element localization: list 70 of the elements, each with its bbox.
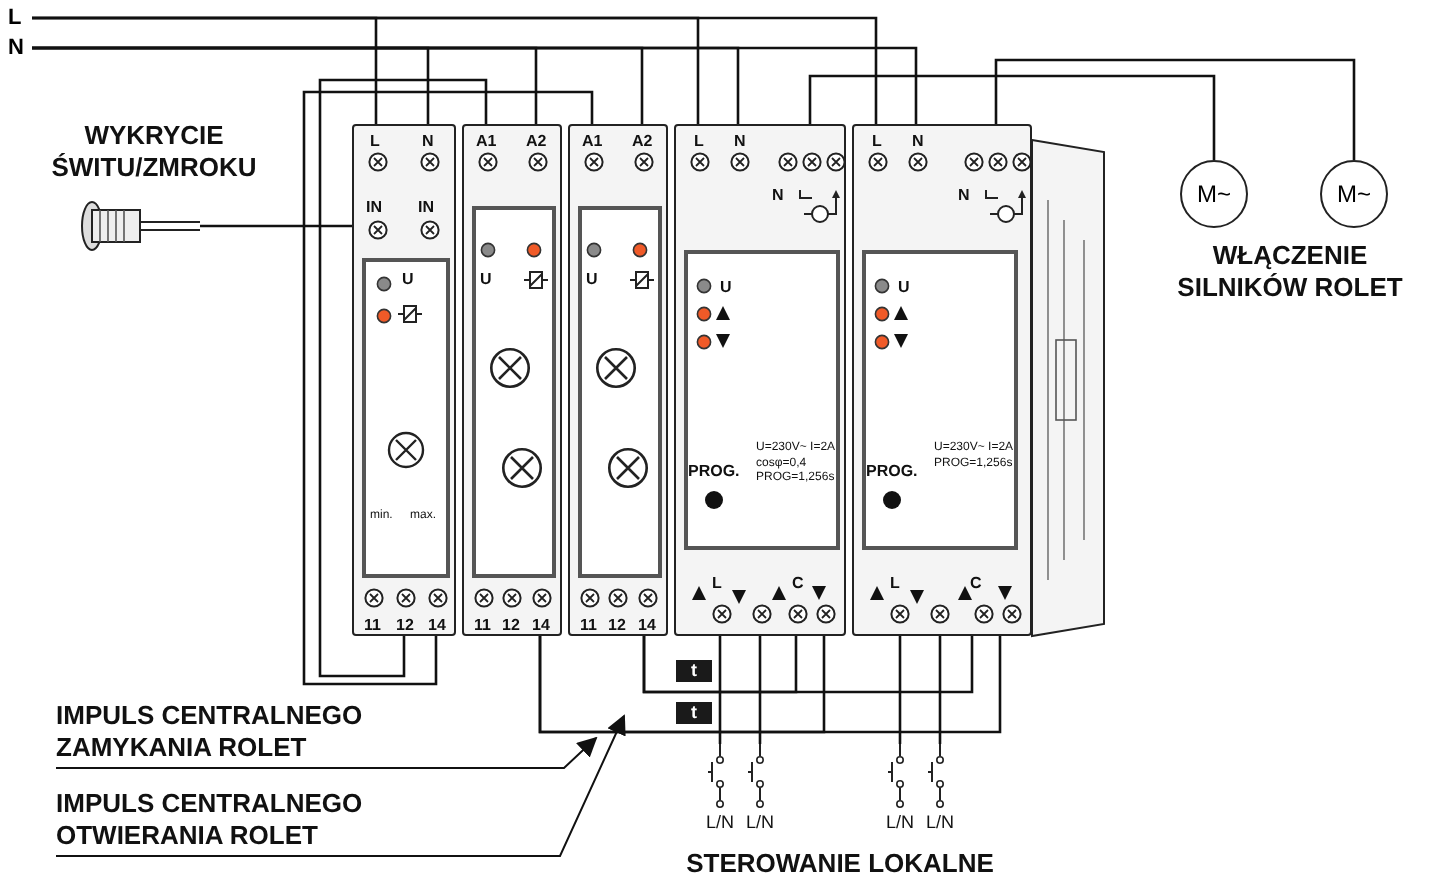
terminal-label: L <box>872 132 882 152</box>
terminal-label: 12 <box>502 616 520 636</box>
terminal-label: L <box>370 132 380 152</box>
terminal-label: U <box>586 270 598 290</box>
wire <box>642 636 974 694</box>
terminal-label: U <box>402 270 414 290</box>
terminal-label: L <box>890 574 900 594</box>
terminal-label: C <box>970 574 982 594</box>
relay-module <box>674 124 846 636</box>
wire <box>32 16 878 124</box>
wire <box>32 46 918 124</box>
terminal-label: L/N <box>923 812 956 832</box>
terminal-label: 14 <box>532 616 550 636</box>
terminal-label: A2 <box>526 132 547 152</box>
terminal-label: 14 <box>428 616 446 636</box>
terminal-label: L/N <box>703 812 736 832</box>
terminal-label: N <box>958 186 970 206</box>
terminal-label: N <box>772 186 784 206</box>
terminal-label: 14 <box>638 616 656 636</box>
terminal-label: PROG. <box>866 462 918 482</box>
caption-text: WYKRYCIE ŚWITU/ZMROKU <box>49 120 259 184</box>
relay-module <box>568 124 668 636</box>
terminal-label: IN <box>418 198 434 218</box>
terminal-label: U <box>720 278 732 298</box>
terminal-label: L <box>712 574 722 594</box>
timer-block: t <box>676 660 712 682</box>
terminal-label: A2 <box>632 132 653 152</box>
pointer-arrow <box>55 736 598 769</box>
wire <box>200 224 352 228</box>
terminal-label: N <box>734 132 746 152</box>
wire <box>938 636 942 744</box>
terminal-label: 11 <box>474 616 491 636</box>
supply-line-label: L <box>8 4 32 32</box>
wire <box>718 636 722 744</box>
wire <box>538 636 1002 734</box>
terminal-label: PROG. <box>688 462 740 482</box>
terminal-label: L <box>694 132 704 152</box>
supply-line-label: N <box>8 34 32 62</box>
caption-text: STEROWANIE LOKALNE <box>684 848 996 880</box>
terminal-label: U <box>898 278 910 298</box>
caption-text: WŁĄCZENIE SILNIKÓW ROLET <box>1175 240 1405 304</box>
terminal-label: L/N <box>743 812 776 832</box>
terminal-label: A1 <box>476 132 497 152</box>
light-sensor-drawing <box>80 200 200 252</box>
motor-symbol: M~ <box>1320 160 1388 228</box>
motor-symbol: M~ <box>1180 160 1248 228</box>
wire <box>302 90 594 686</box>
terminal-label: IN <box>366 198 382 218</box>
timer-block: t <box>676 702 712 724</box>
wire <box>898 636 902 744</box>
relay-module <box>462 124 562 636</box>
terminal-label: N <box>912 132 924 152</box>
callout-text: IMPULS CENTRALNEGO ZAMYKANIA ROLET <box>56 700 456 768</box>
terminal-label: 12 <box>396 616 414 636</box>
terminal-label: L/N <box>883 812 916 832</box>
wire <box>318 78 488 678</box>
relay-module <box>852 124 1032 636</box>
terminal-label: C <box>792 574 804 594</box>
terminal-label: A1 <box>582 132 603 152</box>
wire <box>994 58 1356 160</box>
wire <box>758 636 762 744</box>
terminal-label: 12 <box>608 616 626 636</box>
pointer-arrow <box>55 714 626 857</box>
callout-text: IMPULS CENTRALNEGO OTWIERANIA ROLET <box>56 788 456 856</box>
terminal-label: 11 <box>364 616 381 636</box>
wire <box>808 74 1216 160</box>
terminal-label: 11 <box>580 616 597 636</box>
terminal-label: U <box>480 270 492 290</box>
terminal-label: N <box>422 132 434 152</box>
relay-module <box>352 124 456 636</box>
